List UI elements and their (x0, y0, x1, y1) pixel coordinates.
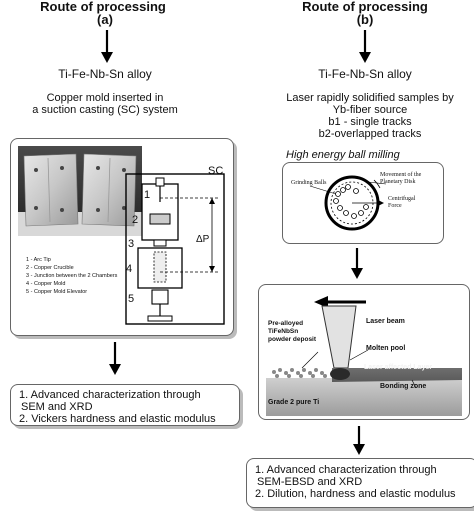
right-arrow-3 (353, 426, 365, 455)
legend-item: 2 - Copper Crucible (26, 265, 74, 271)
milling-title: High energy ball milling (286, 149, 400, 161)
delta-p-label: ΔP (196, 234, 210, 245)
legend-item: 4 - Copper Mold (26, 281, 66, 287)
legend-item: 5 - Copper Mold Elevator (26, 289, 88, 295)
left-route-label: (a) (97, 12, 113, 27)
right-process-line: b1 - single tracks (328, 116, 412, 128)
substrate-label: Grade 2 pure Ti (268, 399, 320, 406)
movement-label: Movement of the Planetary Disk (380, 172, 421, 186)
left-route-heading: Route of processing (40, 0, 166, 14)
sc-legend: 1 - Arc Tip 2 - Copper Crucible 3 - Junc… (26, 256, 146, 296)
right-results-box: 1. Advanced characterization through SEM… (246, 458, 474, 508)
sc-part-4: 4 (126, 263, 133, 275)
right-process: Laser rapidly solidified samples by Yb-f… (270, 92, 470, 140)
affected-layer-label: Laser affected Layer (364, 364, 433, 371)
molten-pool-label: Molten pool (366, 345, 406, 352)
left-arrow-1 (101, 30, 113, 63)
left-process-line-2: a suction casting (SC) system (32, 104, 178, 116)
copper-mold-photo (18, 146, 142, 236)
left-results-box: 1. Advanced characterization through SEM… (10, 384, 240, 426)
right-process-line: b2-overlapped tracks (318, 128, 422, 140)
bonding-zone-label: Bonding zone (380, 383, 427, 390)
sc-part-5: 5 (128, 293, 135, 305)
right-alloy: Ti-Fe-Nb-Sn alloy (318, 67, 412, 81)
right-result-2: 2. Dilution, hardness and elastic modulu… (255, 488, 456, 500)
sc-part-2: 2 (132, 214, 139, 226)
suction-casting-schematic (125, 173, 225, 325)
left-process-line-1: Copper mold inserted in (46, 92, 164, 104)
grinding-balls-label: Grinding Balls (291, 180, 327, 186)
ball-milling-diagram (309, 175, 387, 231)
laser-beam-label: Laser beam (366, 318, 405, 325)
left-result-2: 2. Vickers hardness and elastic modulus (19, 413, 216, 425)
legend-item: 3 - Junction between the 2 Chambers (26, 273, 118, 279)
left-alloy: Ti-Fe-Nb-Sn alloy (58, 67, 152, 81)
movement-line-2: Planetary Disk (380, 179, 416, 185)
powder-line-1: Pre-alloyed (268, 320, 304, 327)
right-result-1b: SEM-EBSD and XRD (257, 476, 363, 488)
right-route-label: (b) (356, 12, 374, 27)
right-arrow-1 (359, 30, 371, 63)
laser-process-diagram (266, 296, 462, 416)
right-result-1: 1. Advanced characterization through (255, 464, 437, 476)
powder-label: Pre-alloyed TiFeNbSn powder deposit (268, 320, 316, 344)
left-result-1b: SEM and XRD (21, 401, 93, 413)
right-process-line: Laser rapidly solidified samples by (286, 92, 454, 104)
right-arrow-2 (351, 248, 363, 279)
centrifugal-line-1: Centrifugal (388, 196, 416, 202)
sc-label: SC (208, 165, 224, 177)
left-arrow-2 (109, 342, 121, 375)
sc-part-3: 3 (128, 238, 135, 250)
legend-item: 1 - Arc Tip (26, 257, 51, 263)
sc-part-1: 1 (144, 189, 151, 201)
powder-line-2: TiFeNbSn (268, 328, 299, 335)
centrifugal-label: Centrifugal Force (388, 196, 415, 210)
movement-line-1: Movement of the (380, 172, 422, 178)
centrifugal-line-2: Force (388, 203, 402, 209)
left-result-1: 1. Advanced characterization through (19, 389, 201, 401)
powder-line-3: powder deposit (268, 336, 317, 343)
right-process-line: Yb-fiber source (332, 104, 408, 116)
right-route-heading: Route of processing (302, 0, 428, 14)
